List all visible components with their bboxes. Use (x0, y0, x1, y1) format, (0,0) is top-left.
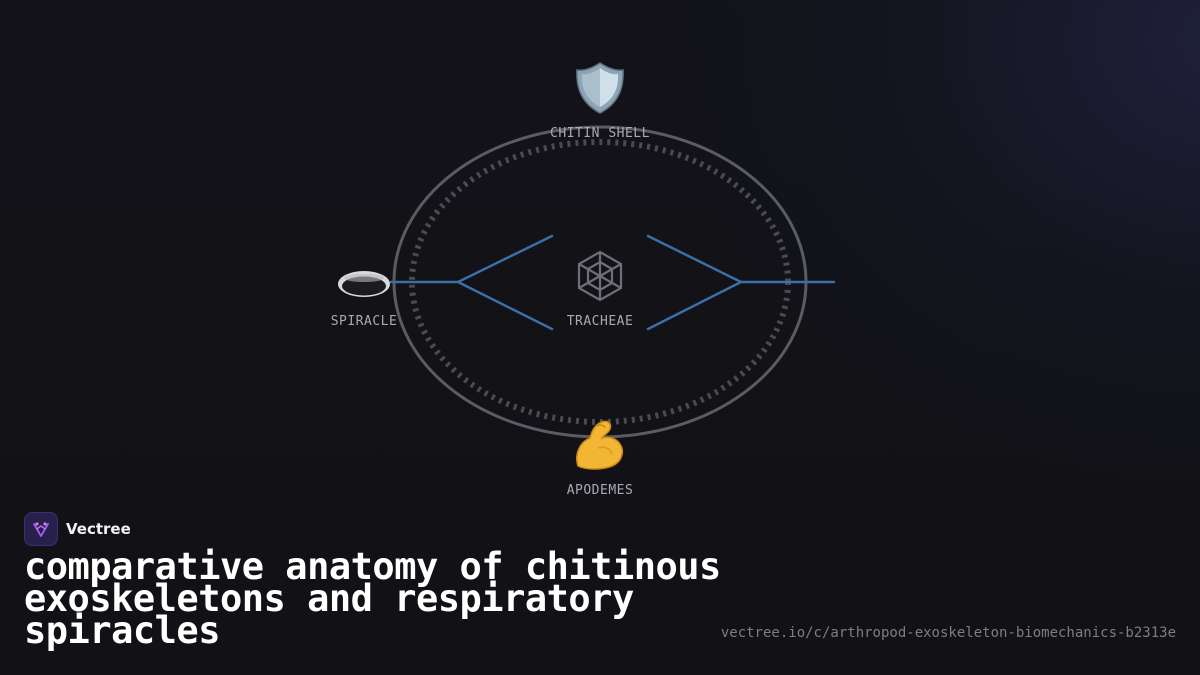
brand-name: Vectree (66, 520, 131, 538)
connector-right-upper (646, 234, 743, 284)
brand[interactable]: Vectree (24, 512, 131, 546)
spiracle-hole-icon (338, 271, 390, 297)
node-label-chitin-shell: CHITIN SHELL (550, 126, 650, 141)
node-label-spiracle: SPIRACLE (330, 314, 398, 329)
flexed-muscle-icon (576, 420, 624, 470)
connector-left-lower (456, 280, 554, 331)
connector-right-lower (646, 280, 743, 331)
node-label-apodemes: APODEMES (566, 483, 634, 498)
tracheal-connectors (389, 234, 836, 331)
node-label-tracheae: TRACHEAE (566, 314, 634, 329)
connector-left-upper (456, 234, 554, 284)
page-title: comparative anatomy of chitinous exoskel… (24, 545, 721, 652)
shield-icon (576, 62, 624, 114)
vectree-logo-icon (24, 512, 58, 546)
source-url[interactable]: vectree.io/c/arthropod-exoskeleton-biome… (720, 625, 1176, 641)
web-network-icon (577, 250, 623, 302)
